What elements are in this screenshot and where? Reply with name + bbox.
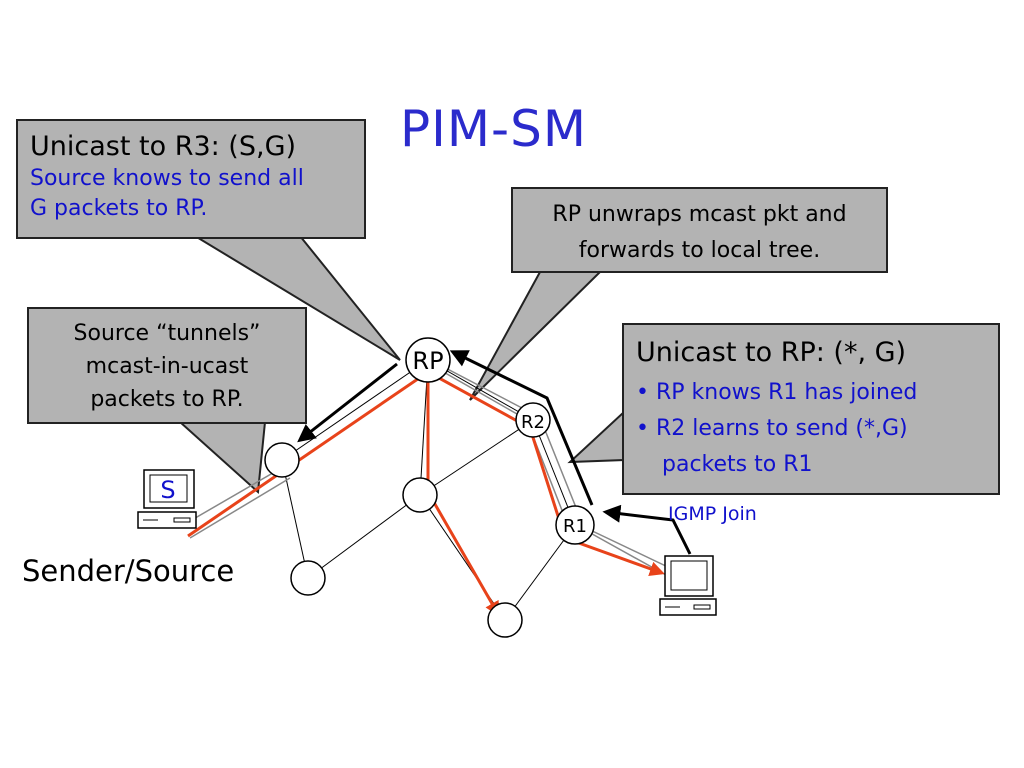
callout-rp-unicast-heading: Unicast to RP: (*, G)	[636, 337, 907, 368]
callout-source-tunnels: Source “tunnels” mcast-in-ucast packets …	[27, 307, 307, 424]
slide-title: PIM-SM	[400, 100, 587, 158]
tunnel-outlines	[177, 351, 676, 581]
router-r1	[555, 505, 595, 545]
link-n2-r2	[419, 419, 534, 496]
callout-unicast-to-r3: Unicast to R3: (S,G) Source knows to sen…	[16, 119, 366, 239]
igmp-join-label: IGMP Join	[668, 503, 757, 525]
r2-label: R2	[521, 412, 545, 433]
sender-source-label: Sender/Source	[22, 554, 235, 588]
arrow-host-to-r1	[602, 504, 692, 555]
callout-r3-line1: Source knows to send all	[30, 166, 304, 191]
source-computer-icon	[137, 469, 197, 529]
callout-tunnel-line3: packets to RP.	[90, 387, 244, 412]
router-n1	[264, 442, 300, 478]
path-source-to-rp	[187, 370, 429, 538]
callout-r3-line2: G packets to RP.	[30, 196, 208, 221]
callout-unicast-pointer	[567, 409, 625, 464]
join-arrows	[297, 350, 692, 555]
path-rp-down	[426, 372, 500, 617]
router-nodes	[264, 337, 595, 638]
callout-unicast-to-rp: Unicast to RP: (*, G) • RP knows R1 has …	[622, 323, 1000, 495]
rp-label: RP	[412, 347, 443, 375]
callout-tunnel-line2: mcast-in-ucast	[85, 354, 249, 379]
arrow-r1-to-rp	[449, 350, 594, 506]
callout-unwrap-pointer	[469, 271, 603, 401]
source-screen-label: S	[160, 476, 175, 504]
router-n4	[487, 602, 523, 638]
callout-r3-heading: Unicast to R3: (S,G)	[30, 131, 297, 162]
callout-unwrap-line1: RP unwraps mcast pkt and	[552, 202, 847, 227]
r1-label: R1	[563, 516, 587, 537]
callout-tunnel-line1: Source “tunnels”	[73, 321, 261, 346]
callout-rp-unwraps: RP unwraps mcast pkt and forwards to loc…	[511, 187, 888, 273]
callout-rp-unicast-bullet2: • R2 learns to send (*,G)	[636, 416, 908, 441]
path-rp-to-r1	[427, 370, 665, 576]
router-r2	[515, 402, 551, 438]
router-rp	[405, 337, 451, 383]
receiver-computer-icon	[659, 555, 717, 616]
tunnel-rp-r2-r1	[414, 351, 671, 569]
callout-unwrap-line2: forwards to local tree.	[578, 238, 821, 263]
link-n1-rp	[281, 359, 429, 461]
arrow-rp-to-n1	[297, 362, 398, 443]
link-n1-n3	[281, 459, 309, 579]
router-n2	[402, 477, 438, 513]
router-n3	[290, 560, 326, 596]
callout-rp-unicast-bullet2-cont: packets to R1	[662, 452, 813, 477]
callout-rp-unicast-bullet1: • RP knows R1 has joined	[636, 380, 918, 405]
link-n3-n2	[307, 494, 421, 579]
